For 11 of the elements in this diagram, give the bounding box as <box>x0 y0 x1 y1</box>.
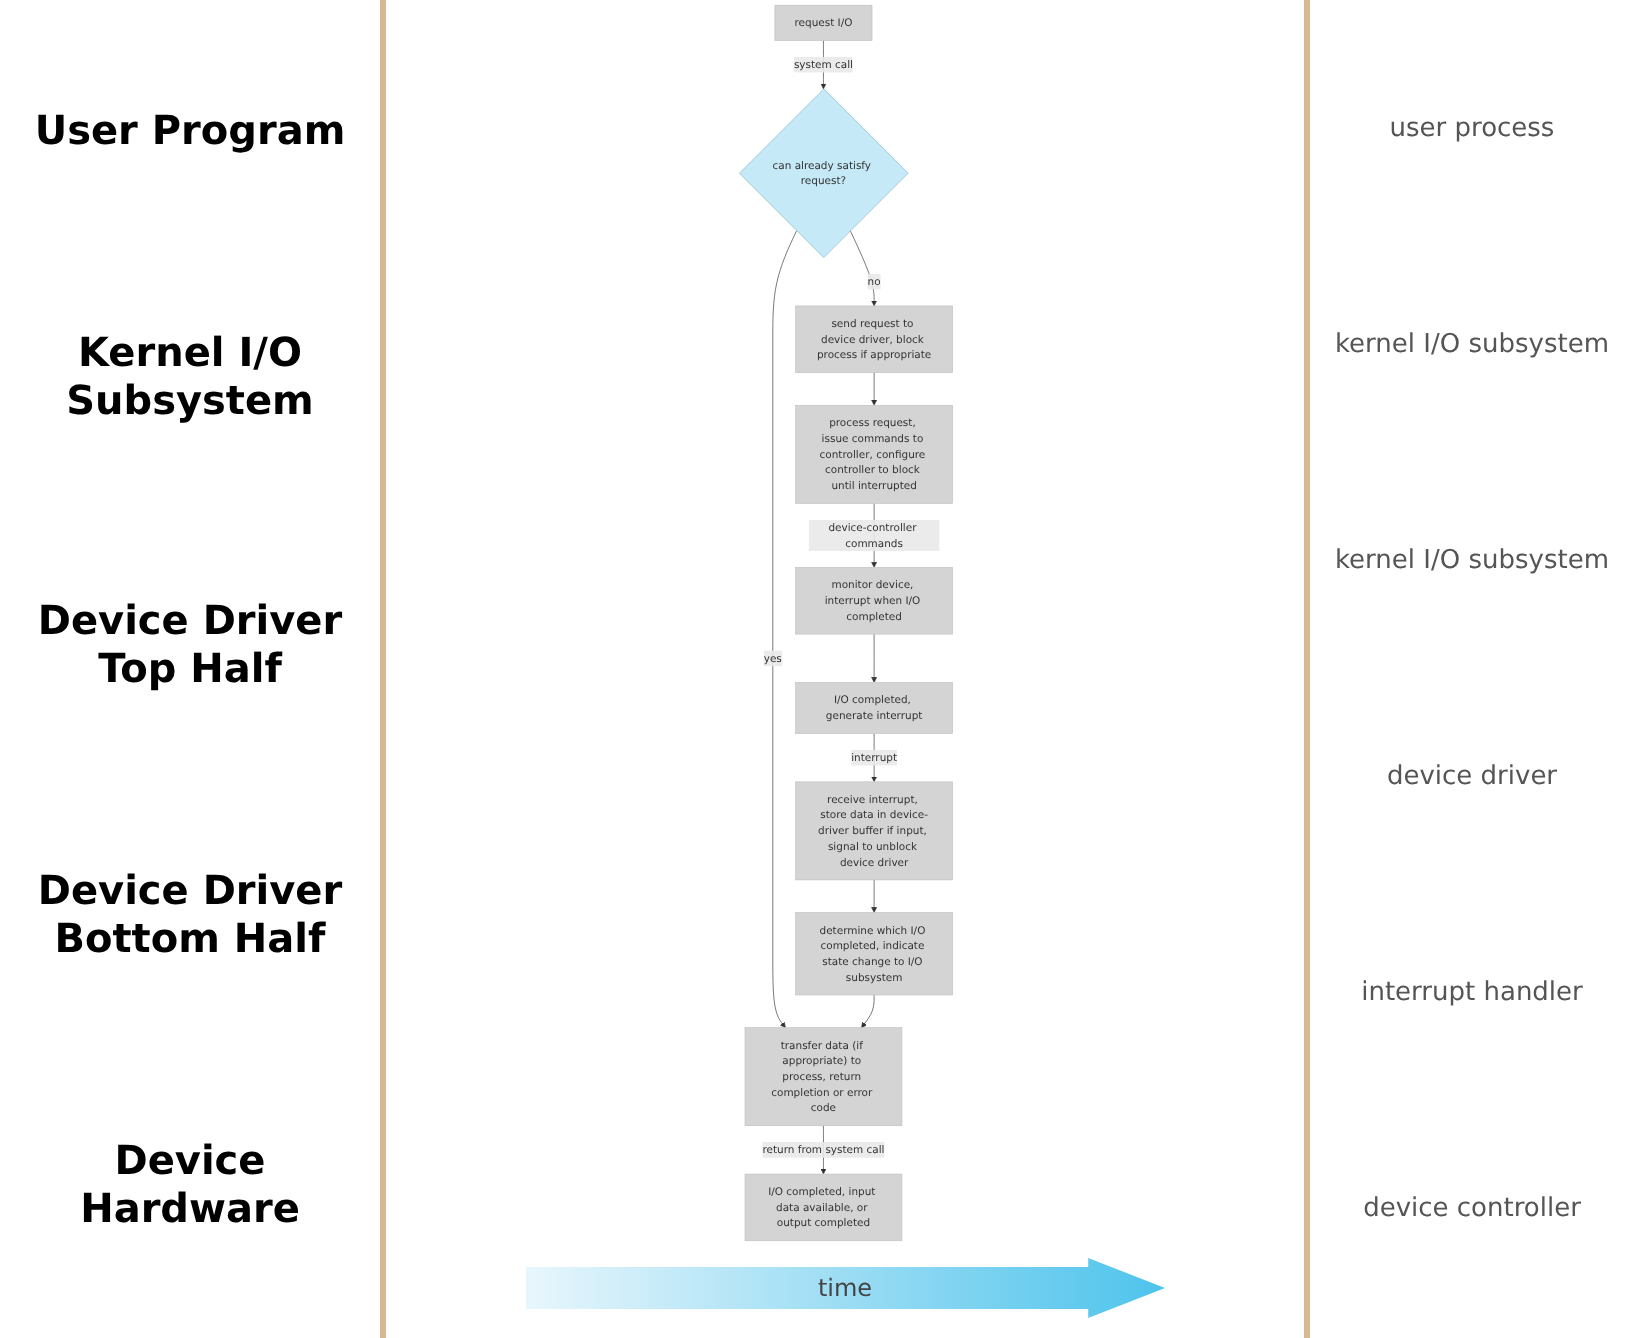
lane-title: Device Driver Top Half <box>35 596 345 693</box>
layer-note: kernel I/O subsystem <box>1332 329 1611 360</box>
layer-note: user process <box>1387 113 1557 144</box>
layer-note: interrupt handler <box>1359 978 1585 1009</box>
lane-title: User Program <box>32 106 348 155</box>
lane-title: Device Driver Bottom Half <box>35 866 345 963</box>
lane-title: Kernel I/O Subsystem <box>64 327 316 424</box>
layer-note: device controller <box>1361 1194 1583 1225</box>
layer-note: kernel I/O subsystem <box>1332 545 1611 576</box>
lane-title: Device Hardware <box>78 1135 302 1232</box>
layer-note: device driver <box>1384 762 1560 793</box>
